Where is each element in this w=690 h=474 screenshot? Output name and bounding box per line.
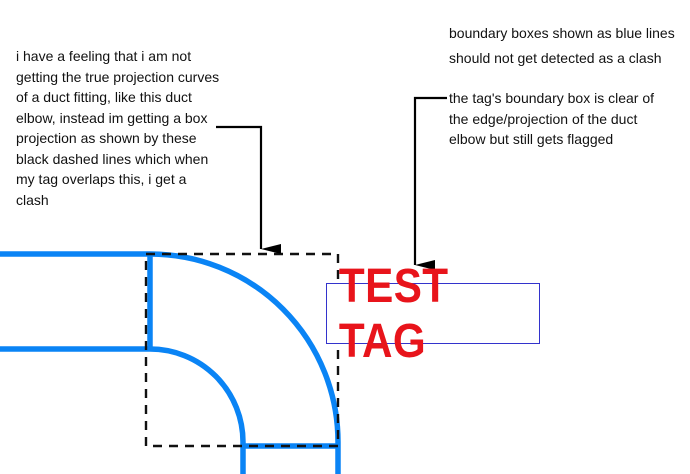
- left-annotation: i have a feeling that i am not getting t…: [16, 48, 220, 208]
- tag-boundary-box: [326, 283, 540, 344]
- duct-outer-curve: [149, 251, 341, 474]
- right-top-annotation: boundary boxes shown as blue lines shoul…: [449, 25, 675, 66]
- duct-elbow: [0, 251, 341, 474]
- right-mid-annotation: the tag's boundary box is clear of the e…: [449, 90, 655, 147]
- duct-inner-curve: [149, 346, 246, 474]
- test-tag-label: TEST TAG: [338, 259, 449, 368]
- right-note-arrow: [413, 96, 447, 270]
- left-note-arrow: [216, 125, 281, 254]
- dashed-box-projection: [144, 252, 340, 448]
